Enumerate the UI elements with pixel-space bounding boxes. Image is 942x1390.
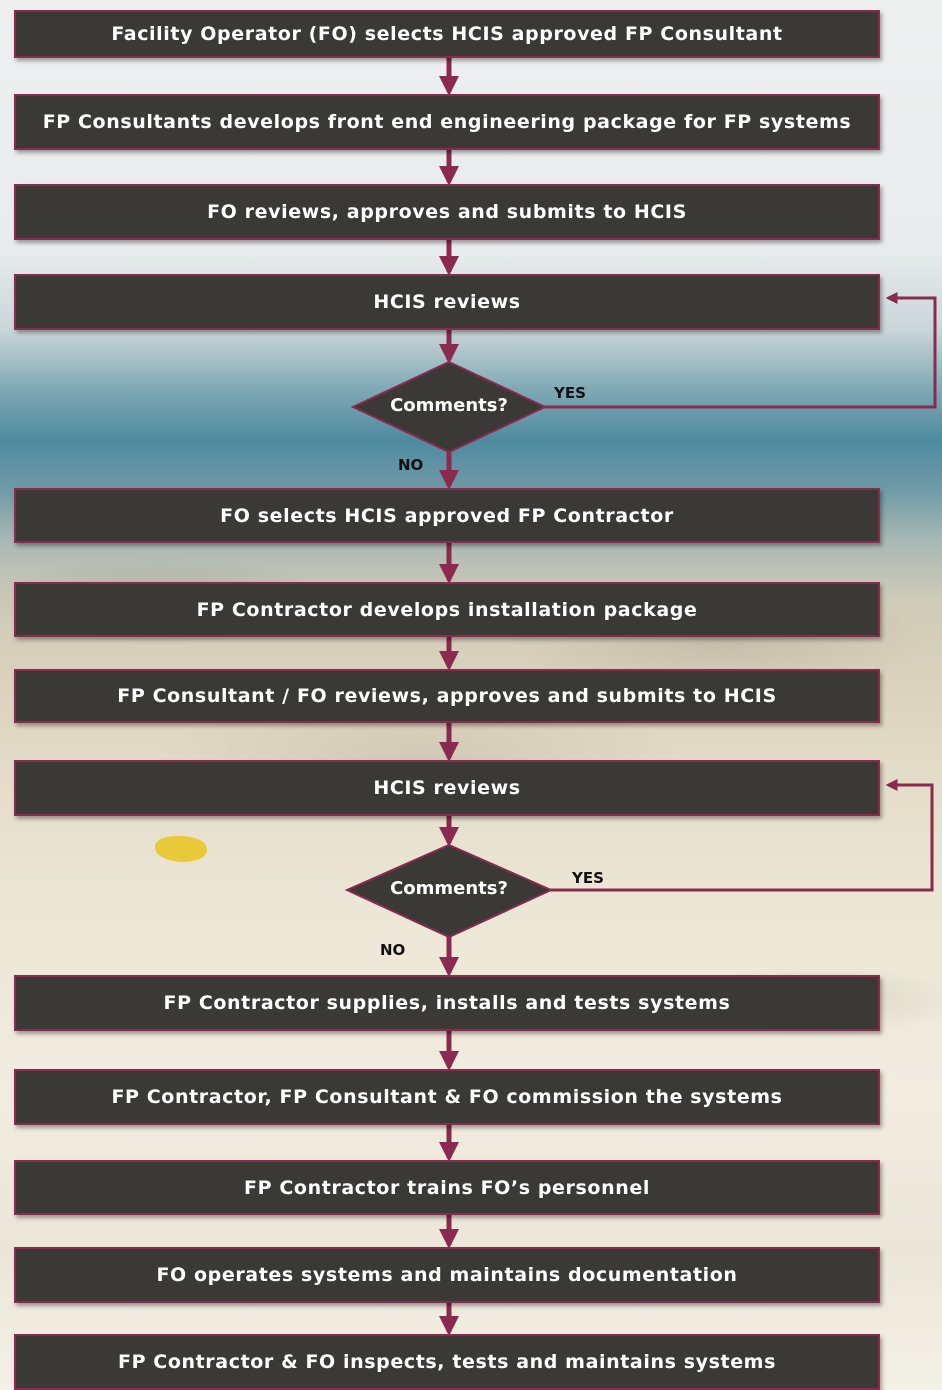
- step-11-text: FP Contractor trains FO’s personnel: [244, 1176, 650, 1199]
- step-7-text: FP Consultant / FO reviews, approves and…: [117, 685, 777, 707]
- decision-diamond-1: [350, 360, 548, 454]
- decision-1-label: Comments?: [390, 395, 508, 416]
- step-3-text: FO reviews, approves and submits to HCIS: [207, 201, 687, 223]
- decision-2-label: Comments?: [390, 878, 508, 899]
- step-5-text: FO selects HCIS approved FP Contractor: [220, 504, 674, 527]
- step-8-text: HCIS reviews: [373, 777, 521, 799]
- step-12-text: FO operates systems and maintains docume…: [156, 1264, 738, 1286]
- step-6-box: FP Contractor develops installation pack…: [14, 582, 880, 637]
- step-4-text: HCIS reviews: [373, 291, 521, 313]
- step-1-text: Facility Operator (FO) selects HCIS appr…: [111, 23, 783, 45]
- step-10-text: FP Contractor, FP Consultant & FO commis…: [111, 1086, 783, 1108]
- background-yellow-object: [155, 836, 207, 862]
- step-8-box: HCIS reviews: [14, 760, 880, 816]
- yes-loop-2: [545, 779, 934, 892]
- step-1-box: Facility Operator (FO) selects HCIS appr…: [14, 10, 880, 58]
- decision-1-no-label: NO: [398, 456, 424, 474]
- step-2-box: FP Consultants develops front end engine…: [14, 94, 880, 150]
- step-13-text: FP Contractor & FO inspects, tests and m…: [117, 1351, 776, 1373]
- yes-loop-1: [545, 292, 937, 409]
- step-7-box: FP Consultant / FO reviews, approves and…: [14, 669, 880, 723]
- decision-diamond-2: [344, 843, 554, 939]
- step-10-box: FP Contractor, FP Consultant & FO commis…: [14, 1069, 880, 1125]
- decision-2-yes-label: YES: [572, 869, 604, 887]
- step-2-text: FP Consultants develops front end engine…: [42, 111, 852, 133]
- step-13-box: FP Contractor & FO inspects, tests and m…: [14, 1334, 880, 1390]
- step-11-box: FP Contractor trains FO’s personnel: [14, 1160, 880, 1215]
- step-5-box: FO selects HCIS approved FP Contractor: [14, 488, 880, 543]
- step-6-text: FP Contractor develops installation pack…: [196, 598, 698, 621]
- decision-1-yes-label: YES: [554, 384, 586, 402]
- step-3-box: FO reviews, approves and submits to HCIS: [14, 184, 880, 240]
- step-12-box: FO operates systems and maintains docume…: [14, 1247, 880, 1303]
- step-9-text: FP Contractor supplies, installs and tes…: [163, 992, 731, 1014]
- step-9-box: FP Contractor supplies, installs and tes…: [14, 975, 880, 1031]
- decision-2-no-label: NO: [380, 941, 406, 959]
- step-4-box: HCIS reviews: [14, 274, 880, 330]
